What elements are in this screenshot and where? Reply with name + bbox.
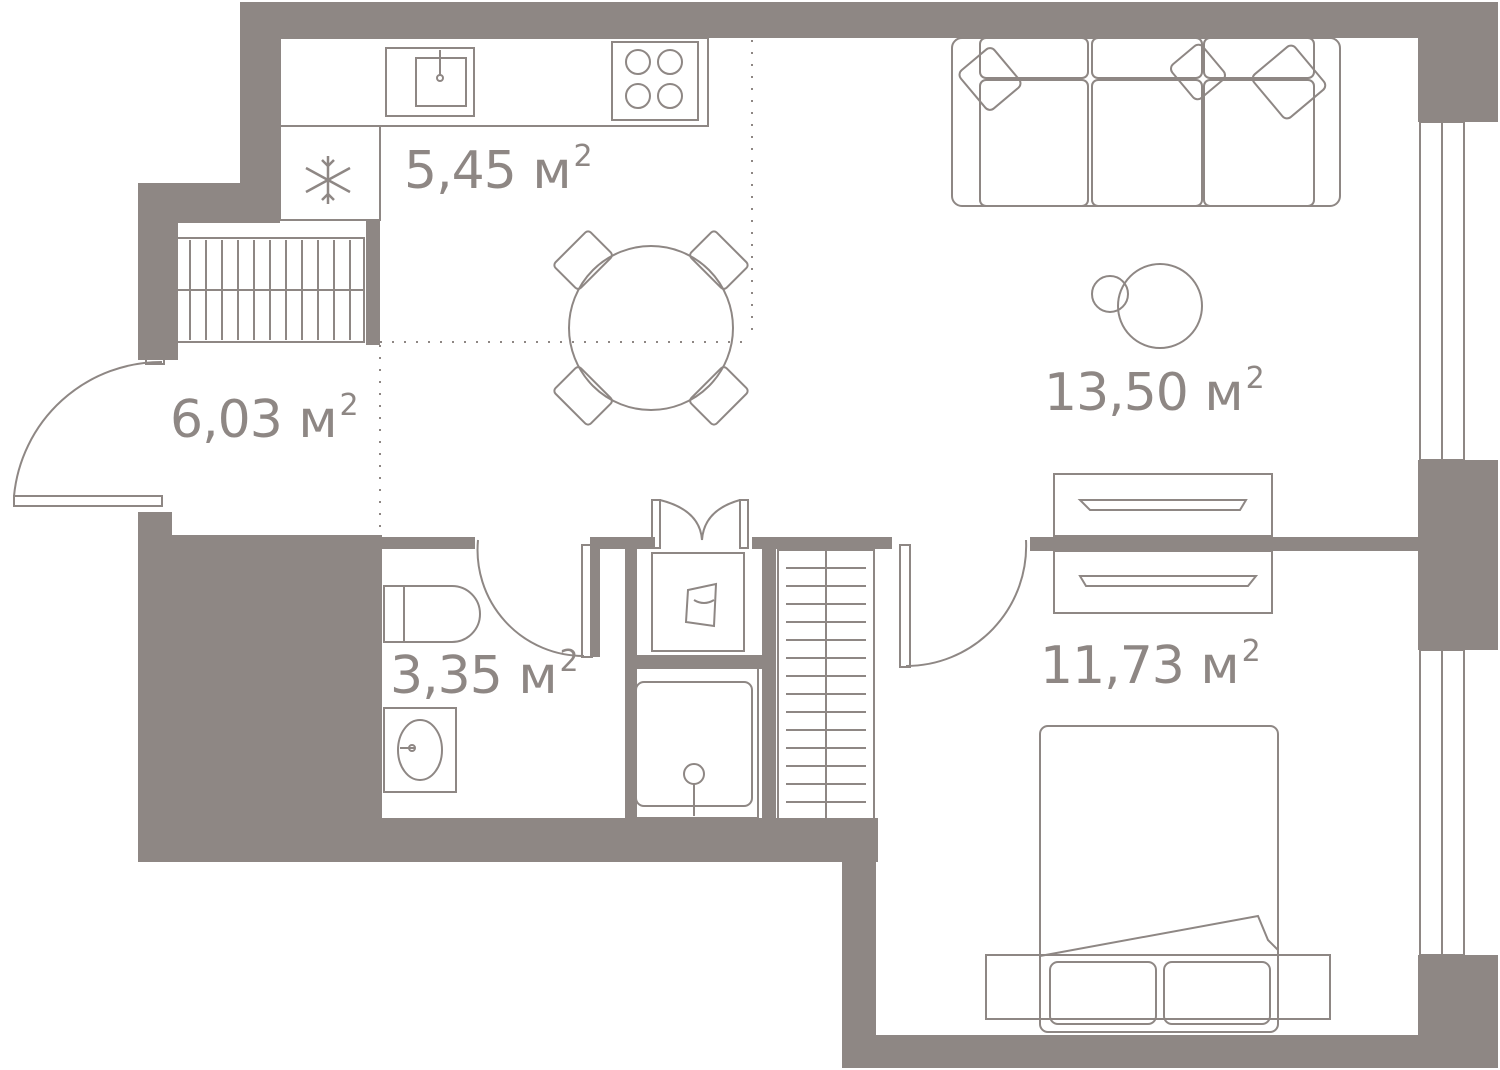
- wall-partition-laundry: [752, 537, 892, 549]
- area-unit-kitchen: м: [532, 141, 572, 201]
- area-label-living: 13,50 м2: [1044, 363, 1265, 419]
- area-value-living: 13,50: [1044, 363, 1189, 423]
- wall-bottom-corridor: [138, 818, 878, 862]
- sink-icon: [385, 47, 475, 117]
- area-exp-kitchen: 2: [573, 138, 593, 174]
- walls: [138, 2, 1498, 1068]
- wall-entry-left-lower: [138, 512, 172, 542]
- area-unit-bedroom: м: [1200, 636, 1240, 696]
- zone-separators: [379, 40, 753, 530]
- sofa: [951, 37, 1341, 207]
- fridge-counter: [279, 125, 381, 221]
- area-unit-living: м: [1204, 363, 1244, 423]
- area-label-bathroom: 3,35 м2: [390, 646, 579, 702]
- windows: [1419, 121, 1465, 956]
- stove-icon: [611, 41, 699, 121]
- wall-bottom-step: [842, 818, 876, 1068]
- wall-partition-bath-right: [590, 537, 655, 549]
- wall-right-middle: [1418, 460, 1498, 650]
- wall-partition-bath: [380, 537, 475, 549]
- wall-top: [240, 2, 1498, 38]
- area-exp-bathroom: 2: [559, 643, 579, 679]
- furniture: [13, 37, 1341, 1033]
- area-label-kitchen: 5,45 м2: [404, 141, 593, 197]
- washbasin-icon: [383, 707, 457, 793]
- entrance-door: [13, 355, 165, 507]
- area-exp-living: 2: [1245, 360, 1265, 396]
- bathroom-door: [476, 539, 593, 658]
- laundry-door: [651, 499, 749, 549]
- coffee-table: [1091, 263, 1203, 349]
- wall-bottom: [842, 1035, 1498, 1068]
- wall-entry-top: [138, 183, 280, 223]
- area-label-bedroom: 11,73 м2: [1040, 636, 1261, 692]
- area-value-kitchen: 5,45: [404, 141, 517, 201]
- area-exp-hall: 2: [339, 387, 359, 423]
- dresser: [1053, 473, 1273, 614]
- area-value-bedroom: 11,73: [1040, 636, 1185, 696]
- wall-right-top: [1418, 2, 1498, 122]
- wall-closet-right: [366, 220, 380, 345]
- laundry-shelves: [777, 549, 875, 835]
- toilet-icon: [383, 585, 481, 643]
- kitchen-counter: [279, 37, 709, 127]
- area-unit-hall: м: [298, 390, 338, 450]
- area-value-hall: 6,03: [170, 390, 283, 450]
- wall-bath-right: [590, 537, 600, 657]
- bedroom-door: [899, 539, 1028, 668]
- area-exp-bedroom: 2: [1241, 633, 1261, 669]
- snowflake-icon: [305, 156, 351, 204]
- wall-partition-bedroom: [1030, 537, 1420, 551]
- wardrobe: [173, 237, 365, 343]
- area-label-hall: 6,03 м2: [170, 390, 359, 446]
- wall-partition-shower-top: [637, 655, 762, 669]
- shower-icon: [627, 667, 759, 819]
- wall-left-upper: [240, 2, 280, 187]
- dining-table: [553, 230, 749, 426]
- area-unit-bathroom: м: [518, 646, 558, 706]
- bed: [985, 725, 1331, 1033]
- wall-bottom-left-block: [138, 535, 382, 860]
- washing-machine-icon: [651, 552, 745, 652]
- wall-partition-laundry-v: [762, 537, 776, 820]
- area-value-bathroom: 3,35: [390, 646, 503, 706]
